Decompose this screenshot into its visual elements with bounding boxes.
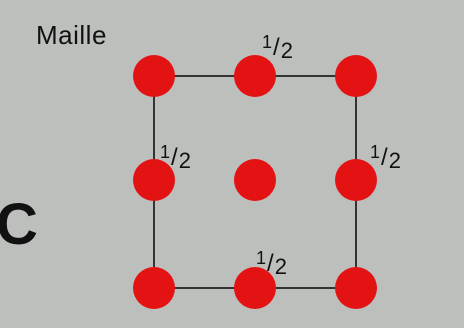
fraction-label-bottom: 1/2 (256, 248, 287, 279)
atom-edge-top (234, 55, 276, 97)
fraction-label-top: 1/2 (262, 32, 293, 63)
bottom-border-strip (0, 328, 464, 336)
fraction-label-left: 1/2 (160, 142, 191, 173)
diagram-title: Maille (36, 20, 107, 50)
atom-corner-top-right (335, 55, 377, 97)
atom-edge-bottom (234, 267, 276, 309)
atom-center (234, 159, 276, 201)
atom-corner-bottom-left (133, 267, 175, 309)
cut-off-letter: C (0, 192, 38, 257)
fraction-label-right: 1/2 (370, 142, 401, 173)
atom-layer (133, 55, 377, 309)
atom-edge-right (335, 159, 377, 201)
atom-corner-top-left (133, 55, 175, 97)
atom-corner-bottom-right (335, 267, 377, 309)
atom-edge-left (133, 159, 175, 201)
